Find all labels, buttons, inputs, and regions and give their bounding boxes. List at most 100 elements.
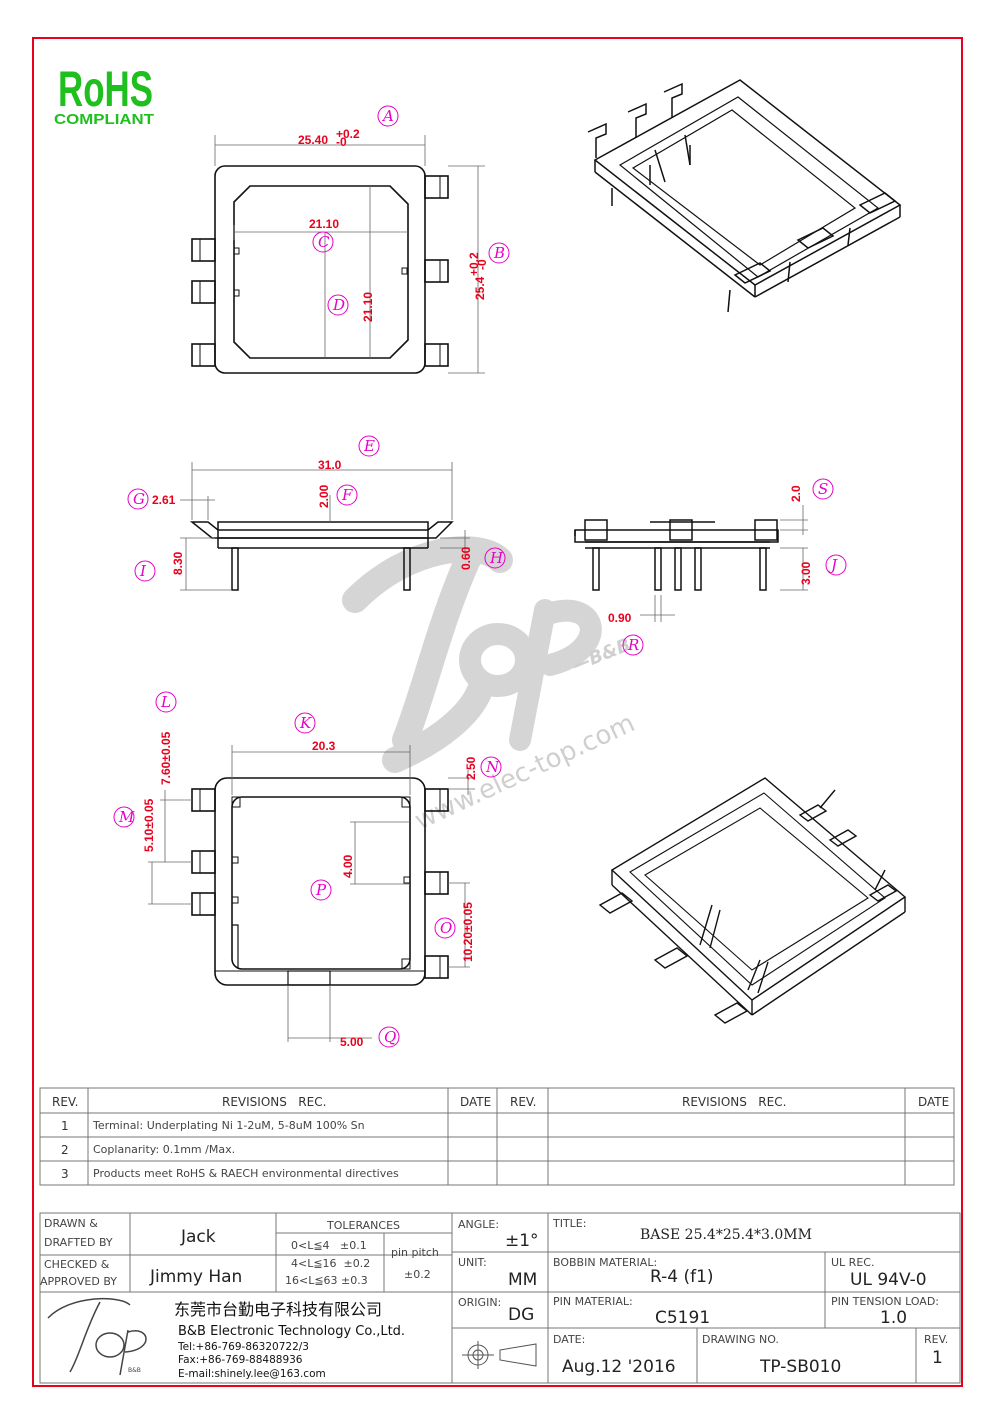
- dim-m: 5.10±0.05: [142, 798, 156, 852]
- top-view-pin: [191, 238, 216, 262]
- revision-text: Coplanarity: 0.1mm /Max.: [93, 1143, 235, 1156]
- angle-label: ANGLE:: [458, 1218, 499, 1231]
- bottom-view-pin: [424, 955, 449, 979]
- top-view-outer-frame: [214, 165, 426, 374]
- revisions-table: [39, 1087, 955, 1186]
- projection-symbol-icon: [462, 1341, 537, 1369]
- watermark-logo-t: [342, 536, 513, 773]
- watermark-logo-o: [459, 623, 538, 697]
- rev-label: REV.: [924, 1333, 948, 1346]
- label-o: O: [440, 919, 452, 937]
- side-view-pin: [694, 547, 702, 591]
- drawn-label: DRAFTED BY: [44, 1236, 113, 1249]
- label-g: G: [133, 490, 145, 508]
- front-view-body: [189, 521, 454, 539]
- dim-h: 0.60: [459, 546, 473, 570]
- side-view: [574, 505, 808, 622]
- rev-value: 1: [932, 1348, 943, 1368]
- bottom-view-pin: [424, 871, 449, 895]
- rec-header-right: REVISIONS REC.: [682, 1095, 786, 1109]
- dim-i: 8.30: [171, 551, 185, 575]
- company-fax: Fax:+86-769-88488936: [178, 1354, 303, 1366]
- revision-text: Terminal: Underplating Ni 1-2uM, 5-8uM 1…: [92, 1119, 365, 1132]
- side-view-pin: [654, 547, 662, 591]
- checked-label: APPROVED BY: [40, 1275, 117, 1288]
- revisions-rows: 1 Terminal: Underplating Ni 1-2uM, 5-8uM…: [61, 1119, 399, 1181]
- label-f: F: [341, 486, 353, 504]
- date-header-right: DATE: [918, 1095, 949, 1109]
- dim-s: 2.0: [789, 485, 803, 502]
- isometric-view-bottom: [598, 777, 907, 1024]
- sheet-border: [32, 37, 963, 1387]
- dim-e: 31.0: [318, 458, 342, 472]
- dim-g: 2.61: [152, 493, 176, 507]
- rohs-title: RoHS: [58, 61, 153, 117]
- bottom-view: [148, 745, 475, 1042]
- label-h: H: [489, 549, 504, 567]
- tolerances-label: TOLERANCES: [326, 1219, 400, 1232]
- watermark: —B&B www.elec-top.com: [342, 536, 640, 836]
- dim-a-tol-plus: +0.2: [336, 127, 360, 141]
- pin-pitch-label: pin pitch: [391, 1246, 439, 1259]
- label-k: K: [299, 714, 312, 732]
- dim-d-inner-height: 21.10: [361, 292, 375, 322]
- rev-header: REV.: [52, 1095, 78, 1109]
- label-r: R: [627, 636, 639, 654]
- isometric-view-top: [587, 79, 902, 313]
- pin-tension-label: PIN TENSION LOAD:: [831, 1295, 939, 1308]
- dim-o: 10.20±0.05: [461, 902, 475, 962]
- label-m: M: [118, 808, 135, 826]
- top-view-inner-window: [233, 185, 409, 359]
- label-d: D: [332, 296, 345, 314]
- dim-q: 5.00: [340, 1035, 364, 1049]
- company-logo-text: B&B: [128, 1367, 141, 1374]
- origin-value: DG: [508, 1305, 534, 1325]
- side-view-pin: [759, 547, 767, 591]
- top-view-pin: [424, 175, 449, 199]
- label-b: B: [493, 244, 505, 262]
- label-e: E: [363, 437, 375, 455]
- tolerance-row: 0<L≦4 ±0.1: [291, 1239, 367, 1252]
- dim-a-tol-minus: -0: [336, 135, 347, 149]
- front-view: [180, 462, 470, 591]
- revision-number: 2: [61, 1143, 69, 1157]
- label-l: L: [160, 693, 171, 711]
- date-label: DATE:: [553, 1333, 585, 1346]
- bobbin-label: BOBBIN MATERIAL:: [553, 1256, 657, 1269]
- dim-b-tol-minus: -0: [475, 259, 489, 270]
- label-a: A: [381, 107, 394, 125]
- rohs-subtitle: COMPLIANT: [54, 111, 154, 128]
- side-view-pin: [674, 547, 682, 591]
- bottom-view-dims: 20.3 K 7.60±0.05 L 5.10±0.05 M 2.50 N 4.…: [113, 691, 502, 1049]
- dim-l: 7.60±0.05: [159, 731, 173, 785]
- label-p: P: [315, 881, 327, 899]
- ul-value: UL 94V-0: [850, 1270, 927, 1290]
- front-view-pin: [403, 547, 411, 591]
- drawing-no-label: DRAWING NO.: [702, 1333, 779, 1346]
- company-tel: Tel:+86-769-86320722/3: [177, 1341, 309, 1353]
- title-block-text: DRAWN & DRAFTED BY Jack CHECKED & APPROV…: [40, 1217, 948, 1380]
- front-view-dims: 31.0 E 2.00 F 2.61 G 8.30 I 0.60 H: [127, 435, 506, 582]
- dim-a-width: 25.40: [298, 133, 328, 147]
- dim-p: 4.00: [341, 854, 355, 878]
- tolerance-row: 16<L≦63 ±0.3: [285, 1274, 368, 1287]
- company-name-cn: 东莞市台勤电子科技有限公司: [174, 1300, 382, 1319]
- side-view-pin: [592, 547, 600, 591]
- unit-value: MM: [508, 1270, 537, 1290]
- front-view-pin: [231, 547, 239, 591]
- dim-f: 2.00: [317, 484, 331, 508]
- dim-k: 20.3: [312, 739, 336, 753]
- top-view-dims: 25.40 +0.2 -0 A 21.10 C 21.10 D 25.4 +0.…: [298, 105, 510, 322]
- bobbin-value: R-4 (f1): [650, 1267, 714, 1287]
- title-block-grid: [39, 1212, 961, 1384]
- pin-tension-value: 1.0: [880, 1308, 907, 1328]
- pin-material-value: C5191: [655, 1308, 710, 1328]
- checked-by: Jimmy Han: [149, 1267, 242, 1287]
- revision-text: Products meet RoHS & RAECH environmental…: [93, 1167, 399, 1180]
- label-s: S: [818, 480, 828, 498]
- origin-label: ORIGIN:: [458, 1296, 501, 1309]
- top-view-pin: [424, 259, 449, 283]
- revision-number: 1: [61, 1119, 69, 1133]
- watermark-logo-p: [509, 599, 602, 751]
